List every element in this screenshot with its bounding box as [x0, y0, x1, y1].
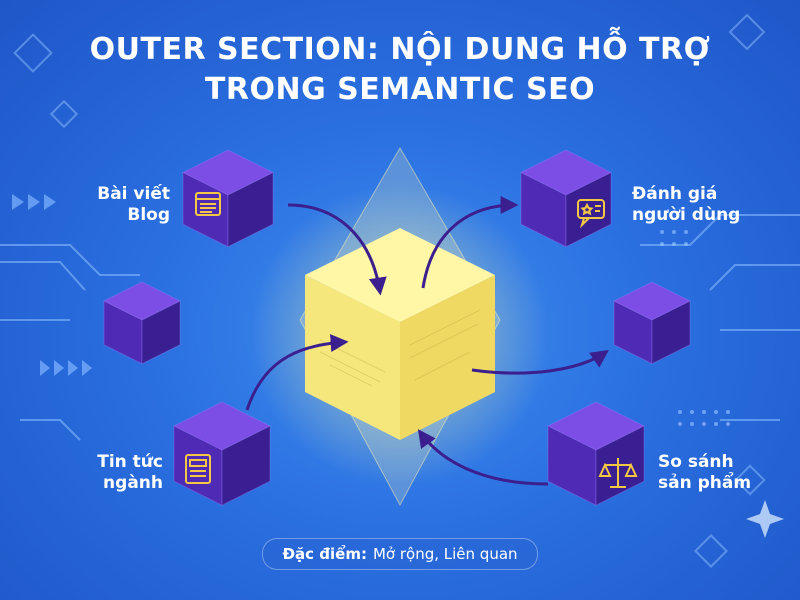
- arrow-compare-to-core: [417, 429, 549, 486]
- label-compare: So sánh sản phẩm: [658, 452, 751, 494]
- title-line-1: OUTER SECTION: NỘI DUNG HỖ TRỢ: [89, 32, 711, 67]
- label-review-line-2: người dùng: [632, 205, 741, 225]
- cube-blog: [181, 149, 275, 248]
- features-badge: Đặc điểm: Mở rộng, Liên quan: [262, 538, 538, 570]
- label-review: Đánh giá người dùng: [632, 184, 740, 226]
- features-label: Đặc điểm:: [282, 545, 367, 563]
- label-compare-line-2: sản phẩm: [658, 473, 752, 493]
- sparkle-decoration: [746, 500, 784, 538]
- label-news: Tin tức ngành: [78, 452, 163, 494]
- label-blog-line-1: Bài viết: [97, 184, 170, 204]
- blog-article-icon: [195, 192, 221, 216]
- label-blog: Bài viết Blog: [78, 184, 170, 226]
- dot-grid-decoration: [660, 230, 730, 426]
- features-value: Mở rộng, Liên quan: [372, 545, 518, 563]
- arrow-core-to-right-cube: [471, 349, 609, 375]
- title-line-2: TRONG SEMANTIC SEO: [204, 72, 596, 107]
- circuit-lines-decoration: [0, 214, 800, 441]
- outline-squares-decoration: [13, 13, 766, 568]
- cube-news: [172, 401, 272, 507]
- cube-review: [519, 149, 613, 248]
- label-news-line-1: Tin tức: [97, 452, 163, 472]
- label-news-line-2: ngành: [103, 473, 163, 493]
- label-blog-line-2: Blog: [127, 205, 170, 225]
- review-star-chat-icon: [577, 199, 605, 229]
- core-cube: [305, 228, 495, 440]
- arrow-news-to-core: [245, 334, 349, 411]
- cube-right-plain: [612, 281, 692, 365]
- cube-left-plain: [102, 281, 182, 365]
- flow-arrows: [245, 196, 609, 486]
- chevron-arrows-decoration: [12, 194, 92, 376]
- label-review-line-1: Đánh giá: [632, 184, 718, 204]
- arrow-blog-to-core: [287, 203, 387, 296]
- label-compare-line-1: So sánh: [658, 452, 734, 472]
- page-title: OUTER SECTION: NỘI DUNG HỖ TRỢ TRONG SEM…: [0, 30, 800, 110]
- news-document-icon: [185, 454, 211, 484]
- arrow-core-to-review: [421, 196, 519, 289]
- scale-balance-icon: [598, 458, 638, 488]
- cube-compare: [546, 401, 646, 507]
